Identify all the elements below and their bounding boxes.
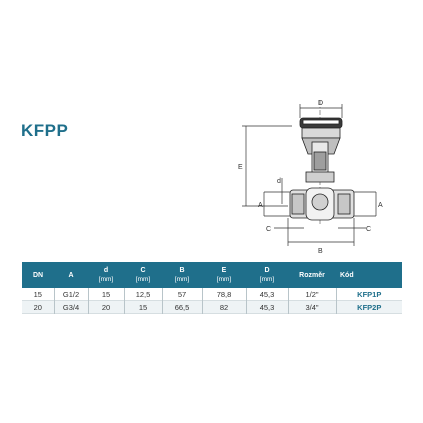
dim-label-c-right: C bbox=[366, 226, 371, 233]
table-header-row: DN A d[mm] C[mm] B[mm] E[mm] D[mm] Rozmě… bbox=[22, 262, 402, 288]
dim-label-d-top: D bbox=[318, 100, 323, 107]
cell-d-small: 20 bbox=[87, 300, 124, 314]
cell-e: 78,8 bbox=[201, 288, 246, 301]
cell-kod: KFP2P bbox=[335, 300, 402, 314]
dim-label-d-small: d bbox=[277, 178, 281, 185]
table-row: 15 G1/2 15 12,5 57 78,8 45,3 1/2" KFP1P bbox=[22, 288, 402, 301]
cell-dn: 20 bbox=[22, 300, 54, 314]
header-e: E[mm] bbox=[202, 262, 246, 288]
header-a: A bbox=[54, 262, 88, 288]
cell-a: G1/2 bbox=[53, 288, 88, 301]
cell-e: 82 bbox=[201, 300, 246, 314]
header-kod: Kód bbox=[336, 262, 402, 288]
dim-label-b: B bbox=[318, 248, 323, 255]
cell-dn: 15 bbox=[22, 288, 54, 301]
cell-c: 12,5 bbox=[123, 288, 162, 301]
dim-label-a-right: A bbox=[378, 202, 383, 209]
cell-c: 15 bbox=[123, 300, 162, 314]
cell-a: G3/4 bbox=[53, 300, 88, 314]
header-d-small: d[mm] bbox=[88, 262, 124, 288]
header-rozmer: Rozměr bbox=[288, 262, 336, 288]
cell-b: 57 bbox=[161, 288, 202, 301]
dim-label-a-left: A bbox=[258, 202, 263, 209]
cell-d-small: 15 bbox=[87, 288, 124, 301]
dim-label-c-left: C bbox=[266, 226, 271, 233]
header-dn: DN bbox=[22, 262, 54, 288]
cell-d: 45,3 bbox=[245, 300, 288, 314]
header-b: B[mm] bbox=[162, 262, 202, 288]
cell-b: 66,5 bbox=[161, 300, 202, 314]
cell-kod: KFP1P bbox=[335, 288, 402, 301]
cell-rozmer: 1/2" bbox=[287, 288, 336, 301]
cell-d: 45,3 bbox=[245, 288, 288, 301]
header-c: C[mm] bbox=[124, 262, 162, 288]
header-d: D[mm] bbox=[246, 262, 288, 288]
table-row: 20 G3/4 20 15 66,5 82 45,3 3/4" KFP2P bbox=[22, 300, 402, 314]
cell-rozmer: 3/4" bbox=[287, 300, 336, 314]
product-title: KFPP bbox=[21, 121, 69, 140]
spec-table: DN A d[mm] C[mm] B[mm] E[mm] D[mm] Rozmě… bbox=[22, 262, 402, 314]
dim-label-e: E bbox=[238, 164, 243, 171]
valve-technical-drawing: D E d A A C C B bbox=[238, 100, 383, 255]
